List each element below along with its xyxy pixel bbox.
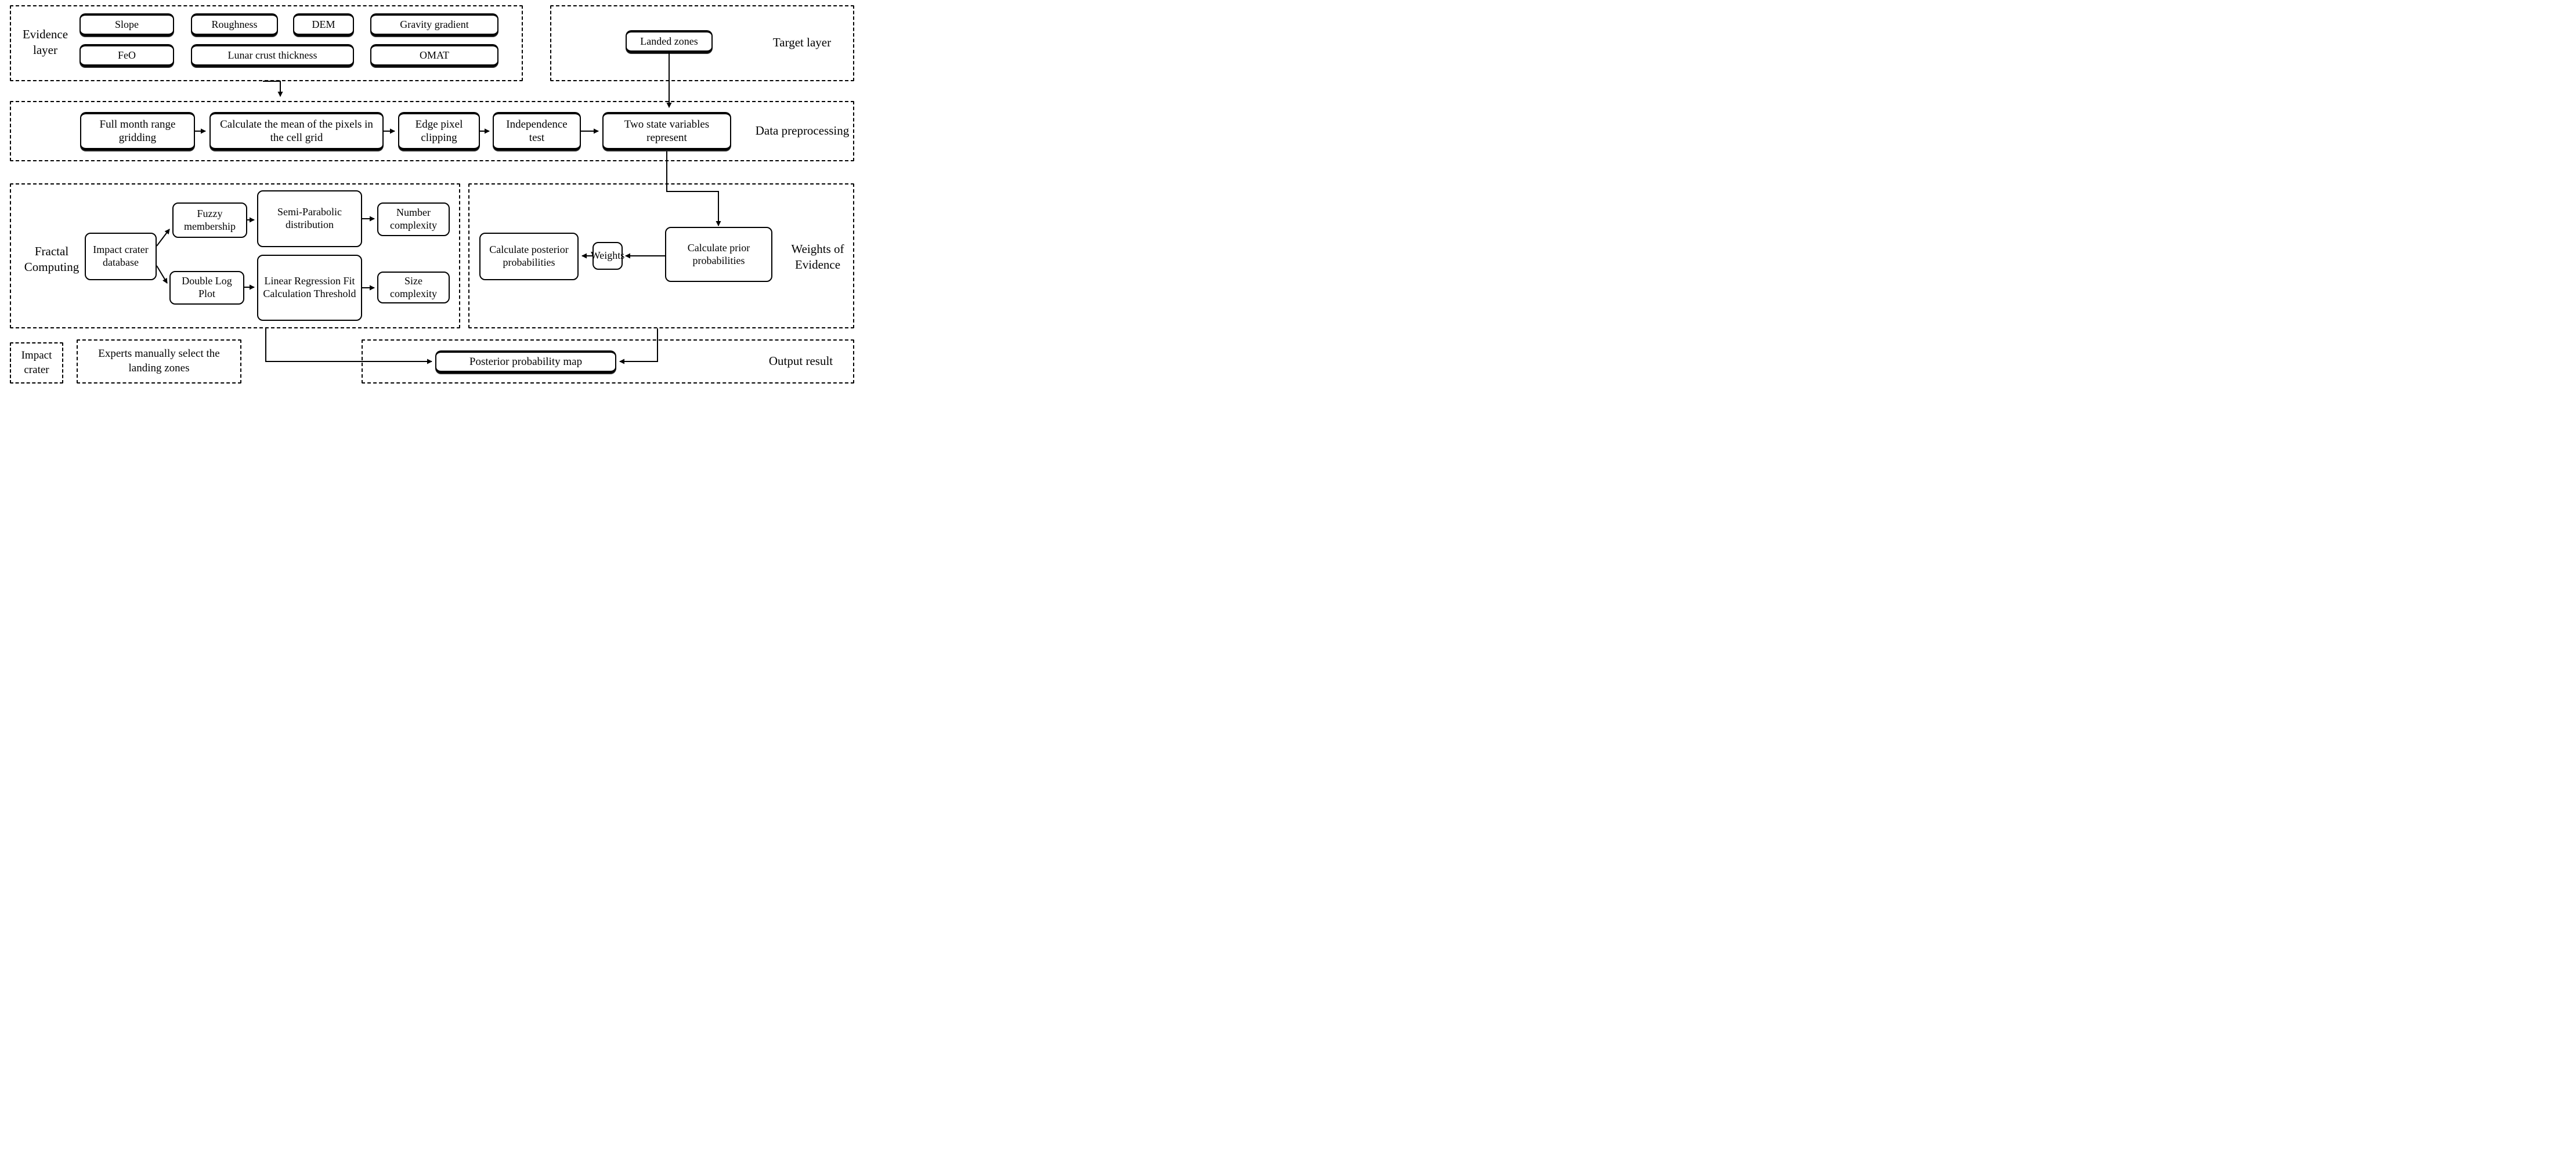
node-omat: OMAT <box>370 44 498 67</box>
data-preprocessing-section <box>10 101 854 161</box>
node-size-complexity: Size complexity <box>377 272 450 303</box>
node-edge-pixel-clipping: Edge pixel clipping <box>398 112 480 150</box>
fractal-computing-label: Fractal Computing <box>24 244 80 274</box>
node-lunar-crust-thickness: Lunar crust thickness <box>191 44 354 67</box>
fractal-computing-section <box>10 183 460 328</box>
experts-label: Experts manually select the landing zone… <box>98 348 220 374</box>
node-feo: FeO <box>80 44 174 67</box>
data-preprocessing-label: Data preprocessing <box>755 124 850 138</box>
node-independence-test: Independence test <box>493 112 581 150</box>
impact-crater-label: Impact crater <box>21 349 52 376</box>
node-impact-crater-database: Impact crater database <box>85 233 157 280</box>
node-weights: Weights <box>591 242 624 270</box>
node-double-log-plot: Double Log Plot <box>169 271 244 305</box>
node-slope: Slope <box>80 13 174 36</box>
node-number-complexity: Number complexity <box>377 202 450 236</box>
node-semi-parabolic-distribution: Semi-Parabolic distribution <box>257 190 362 247</box>
weights-of-evidence-label: Weights of Evidence <box>791 241 844 272</box>
weights-of-evidence-section <box>468 183 854 328</box>
target-layer-label: Target layer <box>772 35 832 50</box>
node-roughness: Roughness <box>191 13 278 36</box>
node-landed-zones: Landed zones <box>626 30 713 53</box>
node-calculate-mean-pixels: Calculate the mean of the pixels in the … <box>209 112 384 150</box>
node-calculate-posterior-probabilities: Calculate posterior probabilities <box>479 233 579 280</box>
connector-arrows <box>0 0 721 364</box>
impact-crater-section <box>10 342 63 384</box>
output-result-label: Output result <box>768 354 833 368</box>
node-two-state-variables: Two state variables represent <box>602 112 731 150</box>
node-linear-regression-threshold: Linear Regression Fit Calculation Thresh… <box>257 255 362 321</box>
node-full-month-range-gridding: Full month range gridding <box>80 112 195 150</box>
flowchart: Evidence layer Slope Roughness DEM Gravi… <box>0 0 859 390</box>
node-fuzzy-membership: Fuzzy membership <box>172 202 247 238</box>
node-calculate-prior-probabilities: Calculate prior probabilities <box>665 227 772 282</box>
experts-section <box>77 339 241 384</box>
target-layer-section <box>550 5 854 81</box>
node-posterior-probability-map: Posterior probability map <box>435 350 616 373</box>
evidence-layer-label: Evidence layer <box>22 27 68 57</box>
node-dem: DEM <box>293 13 354 36</box>
node-gravity-gradient: Gravity gradient <box>370 13 498 36</box>
